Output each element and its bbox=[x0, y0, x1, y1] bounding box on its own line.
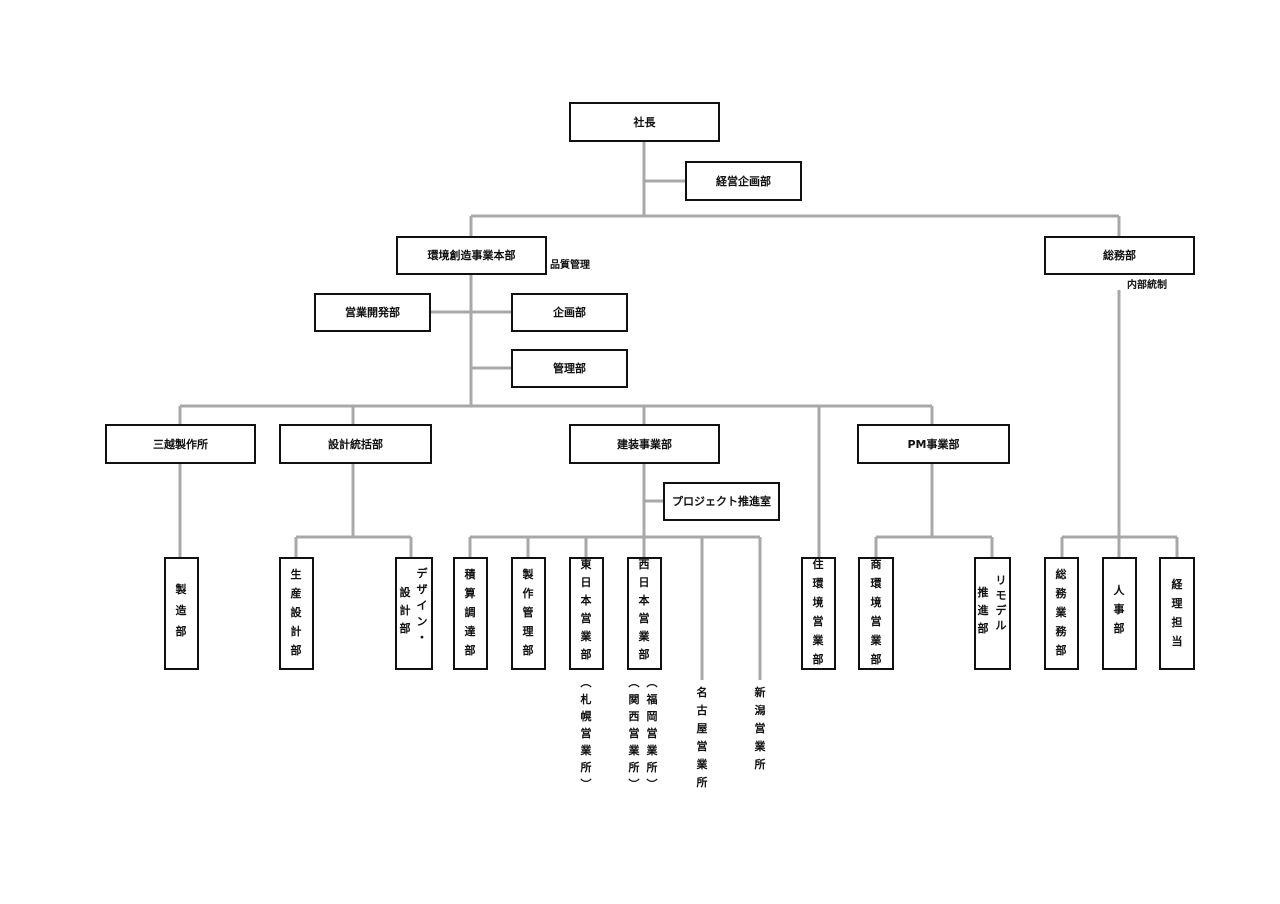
node-label: 営業開発部 bbox=[345, 305, 400, 319]
node-remodel bbox=[974, 557, 1011, 670]
note-quality-control: 品質管理 bbox=[550, 258, 590, 271]
label-ga-dept: 総務業務部 bbox=[1055, 567, 1068, 657]
label-production-design: 生産設計部 bbox=[291, 567, 303, 657]
note-internal-control: 内部統制 bbox=[1127, 278, 1167, 291]
node-corporate-planning: 経営企画部 bbox=[685, 161, 802, 201]
label-commercial-sales: 商環境営業部 bbox=[870, 557, 883, 666]
label-manufacturing: 製造部 bbox=[175, 582, 188, 638]
label-nagoya: 名古屋営業所 bbox=[696, 685, 709, 789]
node-mitsukoshi: 三越製作所 bbox=[105, 424, 256, 464]
node-manufacturing bbox=[164, 557, 199, 670]
node-label: プロジェクト推進室 bbox=[672, 494, 771, 508]
node-project-promotion: プロジェクト推進室 bbox=[663, 482, 780, 521]
node-pm: PM事業部 bbox=[857, 424, 1010, 464]
label-production-mgmt: 製作管理部 bbox=[522, 567, 535, 657]
label-west-japan: 西日本営業部 bbox=[638, 558, 651, 661]
label-remodel-col2: 推進部 bbox=[978, 585, 990, 635]
node-label: 設計統括部 bbox=[328, 437, 383, 451]
node-label: 三越製作所 bbox=[153, 437, 208, 451]
node-label: 環境創造事業本部 bbox=[428, 248, 516, 262]
label-sapporo: ︵札幌営業所︶ bbox=[580, 676, 593, 791]
node-design-planning bbox=[395, 557, 433, 670]
node-production-design bbox=[279, 557, 314, 670]
node-label: 建装事業部 bbox=[617, 437, 672, 451]
node-label: PM事業部 bbox=[907, 437, 959, 451]
connector-lines bbox=[178, 141, 1179, 680]
label-remodel-col1: リモデル bbox=[996, 574, 1008, 632]
label-design-planning-col2: 設計部 bbox=[400, 585, 412, 635]
label-design-planning-col1: デザイン・ bbox=[417, 566, 429, 644]
node-label: 総務部 bbox=[1103, 248, 1136, 262]
node-east-japan bbox=[569, 557, 604, 670]
node-label: 企画部 bbox=[552, 305, 586, 319]
label-estimation: 積算調達部 bbox=[464, 567, 477, 657]
node-general-affairs: 総務部 bbox=[1044, 236, 1195, 275]
node-construction: 建装事業部 bbox=[569, 424, 720, 464]
node-management: 管理部 bbox=[511, 349, 628, 388]
node-planning: 企画部 bbox=[511, 293, 628, 332]
label-hr-dept: 人事部 bbox=[1114, 583, 1126, 635]
node-hr-dept bbox=[1102, 557, 1137, 670]
label-kansai: ︵関西営業所︶ bbox=[628, 676, 641, 791]
node-accounting bbox=[1159, 557, 1195, 670]
label-fukuoka: ︵福岡営業所︶ bbox=[646, 676, 659, 791]
node-west-japan bbox=[627, 557, 662, 670]
node-env-division: 環境創造事業本部 bbox=[396, 236, 547, 275]
label-niigata: 新潟営業所 bbox=[754, 685, 767, 771]
label-east-japan: 東日本営業部 bbox=[580, 557, 593, 661]
node-label: 管理部 bbox=[553, 361, 586, 375]
node-label: 社長 bbox=[633, 115, 657, 129]
node-estimation bbox=[453, 557, 488, 670]
node-production-mgmt bbox=[511, 557, 546, 670]
node-president: 社長 bbox=[569, 102, 720, 142]
node-commercial-sales bbox=[858, 557, 894, 670]
node-residential-sales bbox=[801, 557, 836, 670]
node-ga-dept bbox=[1044, 557, 1079, 670]
label-accounting: 経理担当 bbox=[1172, 577, 1184, 648]
node-sales-dev: 営業開発部 bbox=[314, 293, 431, 332]
node-design-supervision: 設計統括部 bbox=[279, 424, 432, 464]
node-label: 経営企画部 bbox=[716, 174, 771, 188]
vertical-labels: 製造部 生産設計部 デザイン・設計部 積算調達部 製作管理部 東日本営業部 ︵札幌営業所︶ 西… bbox=[175, 557, 1184, 791]
label-residential-sales: 住環境営業部 bbox=[812, 557, 825, 666]
